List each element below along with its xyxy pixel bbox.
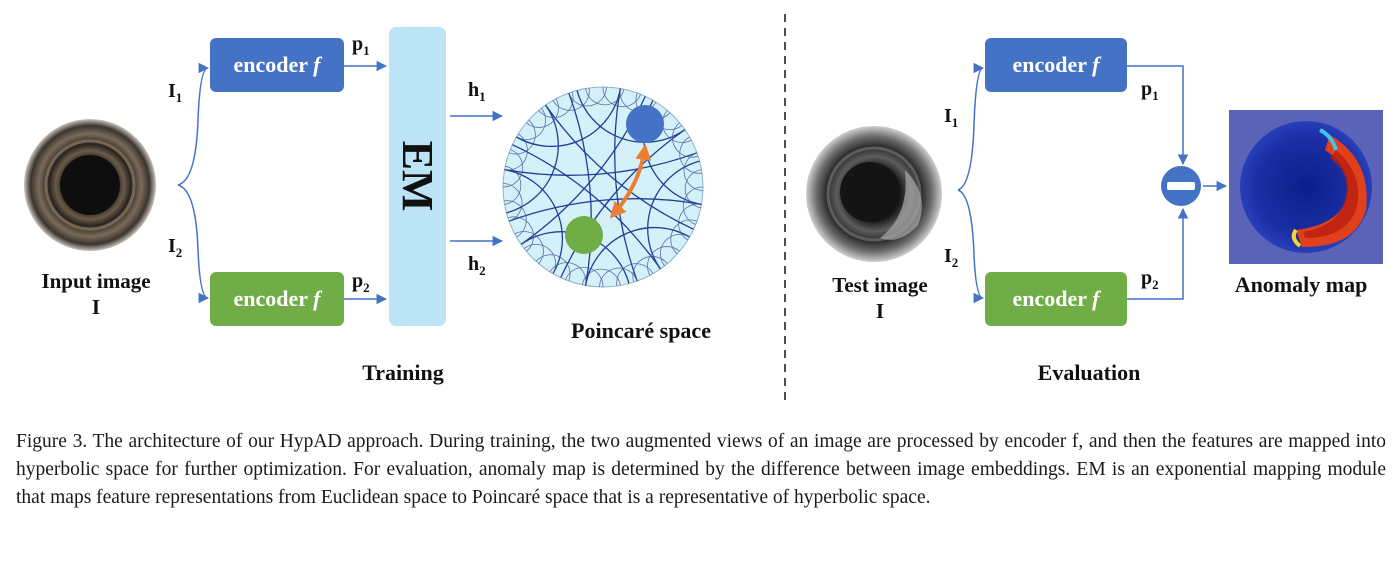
architecture-diagram: Input image I I1 I2 encoder f encoder f … bbox=[24, 14, 1383, 400]
training-p2-label: p2 bbox=[352, 270, 370, 295]
svg-text:encoder f: encoder f bbox=[234, 286, 324, 311]
geodesic-line bbox=[504, 133, 528, 171]
geodesic-line bbox=[504, 152, 698, 176]
geodesic-line bbox=[508, 119, 536, 155]
eval-encoder-bottom: encoder f bbox=[985, 272, 1127, 326]
eval-view2-label: I2 bbox=[944, 245, 958, 270]
svg-text:encoder f: encoder f bbox=[234, 52, 324, 77]
input-label-line2: I bbox=[92, 295, 100, 319]
geodesic-line bbox=[678, 203, 702, 241]
geodesic-line bbox=[616, 263, 654, 287]
geodesic-line bbox=[683, 152, 703, 191]
geodesic-line bbox=[503, 149, 524, 188]
geodesic-line bbox=[602, 87, 641, 108]
geodesic-line bbox=[538, 91, 574, 118]
test-label-line1: Test image bbox=[832, 273, 927, 297]
geodesic-line bbox=[581, 268, 621, 286]
eval-branch-arrows bbox=[957, 62, 985, 304]
geodesic-line bbox=[516, 107, 546, 141]
eval-p1-label: p1 bbox=[1141, 78, 1159, 103]
training-encoder-top: encoder f bbox=[210, 38, 344, 92]
training-encoder-bottom: encoder f bbox=[210, 272, 344, 326]
em-to-poincare-arrows bbox=[450, 110, 504, 247]
geodesic-line bbox=[568, 87, 607, 107]
anomaly-map-label: Anomaly map bbox=[1235, 272, 1368, 297]
geodesic-line bbox=[514, 231, 544, 264]
geodesic-line bbox=[599, 267, 638, 287]
geodesic-line bbox=[682, 186, 703, 225]
geodesic-line bbox=[504, 165, 522, 205]
geodesic-line bbox=[684, 169, 702, 209]
geodesic-line bbox=[670, 219, 698, 255]
geodesic-line bbox=[503, 183, 523, 222]
input-label-line1: Input image bbox=[41, 269, 150, 293]
training-h2-label: h2 bbox=[468, 253, 486, 278]
geodesic-line bbox=[679, 136, 703, 174]
geodesic-line bbox=[526, 98, 559, 128]
geodesic-line bbox=[662, 110, 692, 143]
test-label-line2: I bbox=[876, 299, 884, 323]
svg-text:EM: EM bbox=[393, 141, 442, 212]
h1-embedding-point bbox=[626, 105, 664, 143]
eval-view1-label: I1 bbox=[944, 105, 958, 130]
em-module: EM bbox=[389, 27, 446, 326]
anomaly-map-image bbox=[1229, 110, 1383, 264]
test-image bbox=[806, 126, 942, 262]
encoder-to-em-arrows bbox=[344, 60, 388, 305]
eval-p2-label: p2 bbox=[1141, 267, 1159, 292]
eval-encoder-top: encoder f bbox=[985, 38, 1127, 92]
geodesic-line bbox=[535, 254, 571, 282]
embedding-distance-arrow bbox=[609, 143, 652, 219]
training-h1-label: h1 bbox=[468, 79, 486, 104]
geodesic-line bbox=[672, 122, 699, 158]
input-image bbox=[24, 119, 156, 251]
geodesic-line bbox=[549, 262, 587, 286]
geodesic-line bbox=[523, 244, 557, 274]
subtract-operator bbox=[1161, 166, 1201, 206]
training-branch-arrows bbox=[177, 62, 210, 304]
geodesic-line bbox=[503, 200, 527, 238]
geodesic-line bbox=[565, 266, 604, 287]
training-view1-label: I1 bbox=[168, 80, 182, 105]
geodesic-line bbox=[552, 87, 590, 111]
geodesic-line bbox=[512, 144, 661, 270]
h2-embedding-point bbox=[565, 216, 603, 254]
geodesic-line bbox=[507, 216, 534, 252]
poincare-label: Poincaré space bbox=[571, 318, 711, 343]
encoder-to-subtract-arrows bbox=[1127, 65, 1228, 300]
training-p1-label: p1 bbox=[352, 33, 370, 58]
geodesic-line bbox=[585, 88, 625, 106]
svg-text:encoder f: encoder f bbox=[1013, 52, 1103, 77]
geodesic-line bbox=[647, 246, 680, 276]
training-view2-label: I2 bbox=[168, 235, 182, 260]
svg-text:encoder f: encoder f bbox=[1013, 286, 1103, 311]
poincare-disk bbox=[502, 86, 704, 288]
figure-caption: Figure 3. The architecture of our HypAD … bbox=[16, 431, 1386, 508]
geodesic-line bbox=[660, 233, 690, 267]
evaluation-title: Evaluation bbox=[1038, 360, 1141, 385]
geodesic-line bbox=[632, 256, 668, 283]
training-title: Training bbox=[362, 360, 444, 385]
geodesic-line bbox=[568, 92, 592, 286]
geodesic-line bbox=[508, 198, 702, 222]
